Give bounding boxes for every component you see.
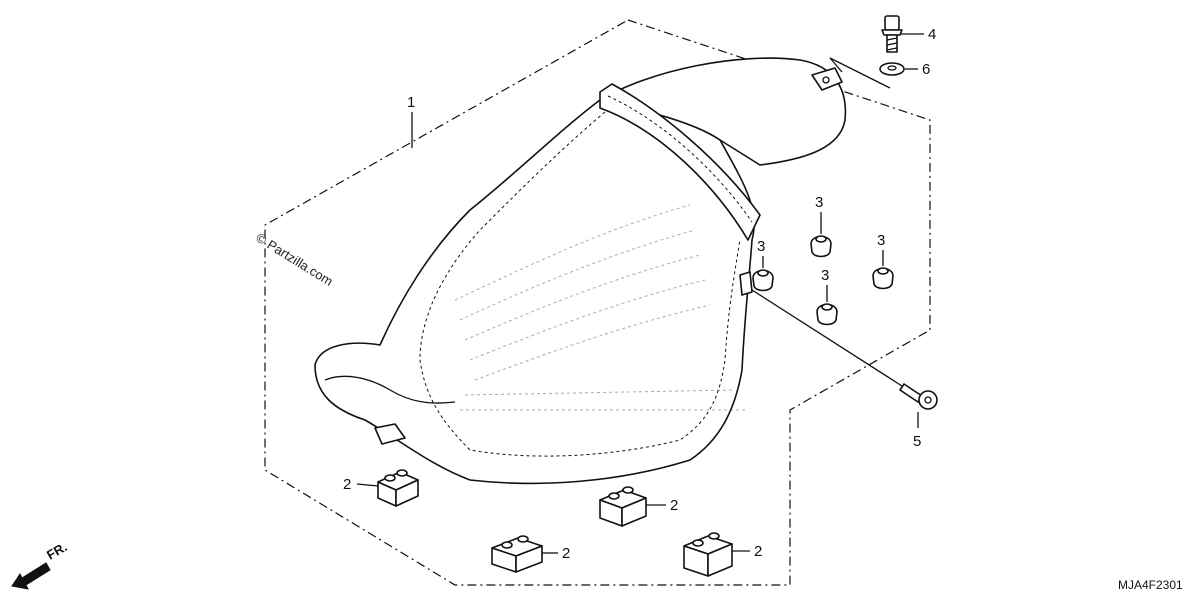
callout-cushion-a: 3 [757,238,765,255]
rubber-block-d-nub-1 [692,539,704,547]
washer-outer [879,62,905,76]
seat-bracket-hole [822,76,830,84]
callout-rubber-block-c: 2 [562,545,570,562]
leader-bolt-bracket-b [829,57,843,73]
cushion-d-top [821,303,833,311]
callout-flange-bolt-top: 4 [928,26,936,43]
rubber-block-c-nub-2 [517,535,529,543]
callout-rubber-block-d: 2 [754,543,762,560]
washer-inner [887,65,897,71]
seat-side-bracket [739,271,753,296]
cushion-c-top [877,267,889,275]
callout-rubber-block-b: 2 [670,497,678,514]
bolt-side-head [918,390,938,410]
seat-front-lip [324,375,456,404]
cushion-b-top [815,235,827,243]
rubber-block-b-nub-1 [608,492,620,500]
rubber-block-d-side [707,543,733,577]
cushion-c[interactable] [872,267,894,290]
seat-rear-bracket [811,67,843,91]
seat-front-tab [374,423,406,445]
bolt-side[interactable] [899,383,938,410]
leader-bolt-side-line [751,289,903,387]
callout-cushion-c: 3 [877,232,885,249]
front-direction-marker: FR. [11,539,70,590]
rubber-block-d-nub-2 [708,532,720,540]
cushion-b[interactable] [810,235,832,258]
callout-cushion-b: 3 [815,194,823,211]
rubber-block-d[interactable] [683,532,733,577]
callout-bolt-side: 5 [913,433,921,450]
seat[interactable] [314,57,847,485]
rubber-block-a[interactable] [377,469,419,507]
bolt-side-socket [924,396,932,404]
callout-rubber-block-a: 2 [343,476,351,493]
washer[interactable] [879,62,905,76]
front-label: FR. [44,539,70,562]
rubber-block-a-nub-2 [396,469,408,477]
bolt-flange [881,29,903,36]
flange-bolt-top[interactable] [881,15,903,53]
rubber-block-b[interactable] [599,486,647,527]
cushion-d[interactable] [816,303,838,326]
wing-emblem [454,204,745,411]
bolt-thread-a [886,37,898,51]
leader-bolt-bracket-a [829,57,891,89]
rubber-block-c-nub-1 [501,541,513,549]
assembly-boundary [264,19,931,586]
rubber-block-b-nub-2 [622,486,634,494]
leader-rubber-block-a [356,483,379,487]
rubber-block-c-side [515,545,543,573]
bolt-side-shank [899,383,923,403]
seat-strap-stitch [607,95,753,223]
rubber-block-a-side [395,479,419,507]
drawing-code: MJA4F2301 [1118,578,1183,592]
cushion-a[interactable] [752,269,774,292]
cushion-a-top [757,269,769,277]
callout-cushion-d: 3 [821,267,829,284]
seat-strap [599,83,761,241]
rubber-block-c[interactable] [491,535,543,573]
watermark-text: © Partzilla.com [253,230,335,289]
rubber-block-b-side [621,497,647,527]
bolt-head [884,15,900,31]
front-arrow-icon [11,562,51,590]
rubber-block-a-nub-1 [384,474,396,482]
callout-seat: 1 [407,94,415,111]
callout-washer: 6 [922,61,930,78]
